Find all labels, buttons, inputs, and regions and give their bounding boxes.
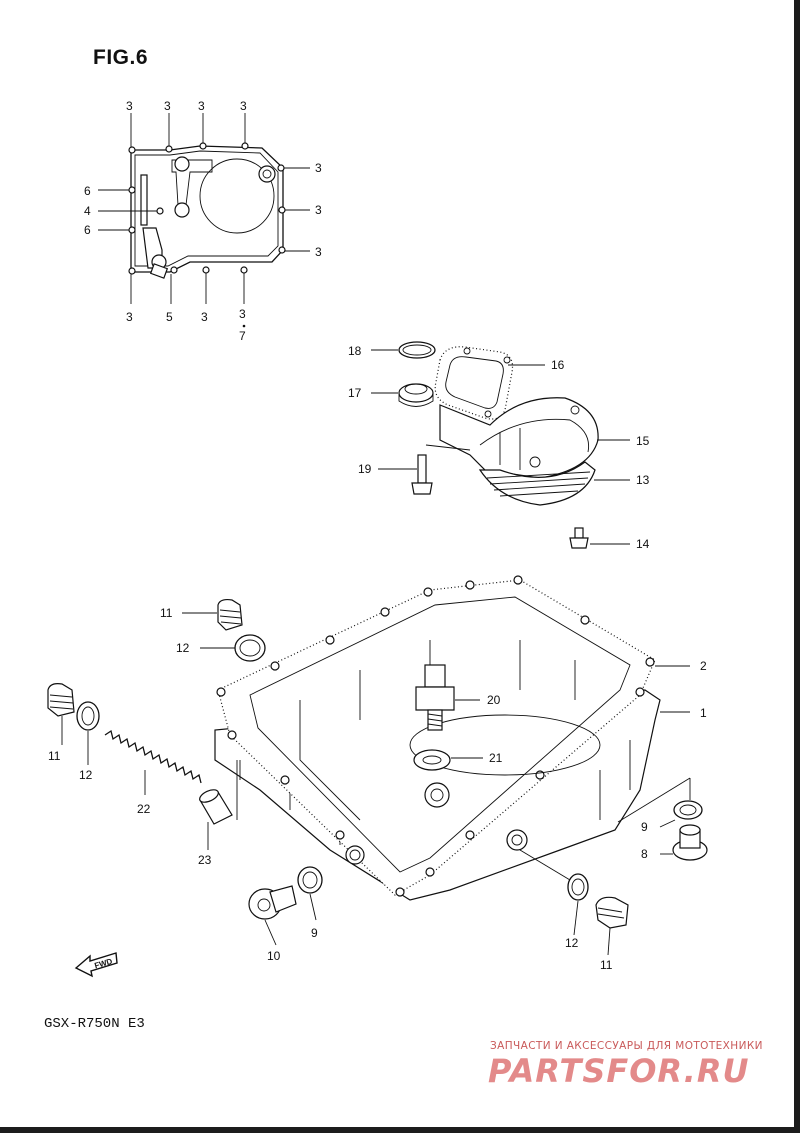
- dowel-pin: [140, 174, 148, 226]
- callout-10: 10: [267, 949, 281, 963]
- figure-title: FIG.6: [93, 46, 149, 69]
- callout-8: 8: [641, 847, 648, 861]
- callout-5: 5: [166, 310, 173, 324]
- callout-3: 3: [315, 203, 322, 217]
- washer-9: [673, 800, 703, 820]
- callout-19: 19: [358, 462, 372, 476]
- fwd-arrow-icon: FWD: [74, 952, 118, 978]
- bolt-19: [417, 454, 427, 484]
- callout-3: 3: [126, 310, 133, 324]
- washer-12: [234, 634, 266, 662]
- washer-12: [567, 873, 589, 901]
- page-border-bottom: [0, 1127, 800, 1133]
- page-border-right: [794, 0, 800, 1133]
- callout-3: 3: [239, 307, 246, 321]
- callout-22: 22: [137, 802, 151, 816]
- cover-gasket-group: [98, 113, 310, 304]
- pan-drain-boss: [345, 845, 365, 865]
- seal-17: [398, 383, 434, 403]
- callout-6: 6: [84, 223, 91, 237]
- callout-3: 3: [126, 99, 133, 113]
- pan-side-boss: [506, 829, 528, 851]
- cover-clutch-opening: [199, 158, 275, 234]
- cover-boss-lower: [174, 202, 190, 218]
- gasket-bolt-holes: [216, 575, 655, 897]
- oil-cooler-group: [371, 341, 630, 549]
- cover-leader-lines: [98, 113, 310, 304]
- washer-21: [413, 749, 451, 771]
- callout-12: 12: [565, 936, 579, 950]
- o-ring-18: [398, 341, 436, 359]
- callout-7: 7: [239, 329, 246, 343]
- pan-pressure-boss: [424, 782, 450, 808]
- oil-pan-gasket-2: [217, 579, 656, 896]
- callout-11: 11: [600, 958, 613, 972]
- washer-9: [297, 866, 323, 894]
- callout-2: 2: [700, 659, 707, 673]
- plug-11: [47, 683, 75, 717]
- callout-3: 3: [315, 161, 322, 175]
- cover-callouts: 3 3 3 3 3 3 3 3 3 3 7 6 4 6 5: [84, 99, 322, 343]
- callout-4: 4: [84, 204, 91, 218]
- callout-1: 1: [700, 706, 707, 720]
- plug-11: [217, 598, 243, 631]
- callout-12: 12: [176, 641, 190, 655]
- callout-20: 20: [487, 693, 501, 707]
- callout-23: 23: [198, 853, 212, 867]
- oil-pan-group: [47, 575, 708, 956]
- gasket-16: [434, 346, 514, 420]
- callout-18: 18: [348, 344, 362, 358]
- spring-22: [104, 729, 202, 784]
- callout-3: 3: [201, 310, 208, 324]
- bolt-14: [574, 527, 584, 539]
- callout-16: 16: [551, 358, 565, 372]
- callout-6: 6: [84, 184, 91, 198]
- cover-plug: [258, 165, 276, 183]
- callout-3: 3: [315, 245, 322, 259]
- callout-3: 3: [164, 99, 171, 113]
- watermark-tagline: ЗАПЧАСТИ И АКСЕССУАРЫ ДЛЯ МОТОТЕХНИКИ: [490, 1040, 763, 1052]
- callout-14: 14: [636, 537, 650, 551]
- o-ring-seal: [149, 263, 169, 279]
- callout-9: 9: [311, 926, 318, 940]
- callout-11: 11: [48, 749, 61, 763]
- callout-17: 17: [348, 386, 362, 400]
- callout-21: 21: [489, 751, 503, 765]
- callout-3: 3: [240, 99, 247, 113]
- oil-switch-20: [424, 664, 446, 688]
- callout-15: 15: [636, 434, 650, 448]
- oil-filter-cover-15: [439, 397, 599, 479]
- callout-13: 13: [636, 473, 650, 487]
- washer-12: [76, 701, 100, 731]
- callout-11: 11: [160, 606, 173, 620]
- callout-12: 12: [79, 768, 93, 782]
- watermark-logo: PARTSFOR.RU: [488, 1052, 750, 1090]
- model-designation: GSX-R750N E3: [44, 1016, 145, 1032]
- callout-9: 9: [641, 820, 648, 834]
- plug-11: [595, 896, 629, 929]
- cover-boss-hole: [174, 156, 190, 172]
- oil-pan-callouts: 11 12 2 20 1 11 12 21 22 23 9 8 10 9 12 …: [48, 606, 707, 972]
- oil-cooler-callouts: 18 16 17 15 19 13 14: [348, 344, 650, 551]
- callout-3: 3: [198, 99, 205, 113]
